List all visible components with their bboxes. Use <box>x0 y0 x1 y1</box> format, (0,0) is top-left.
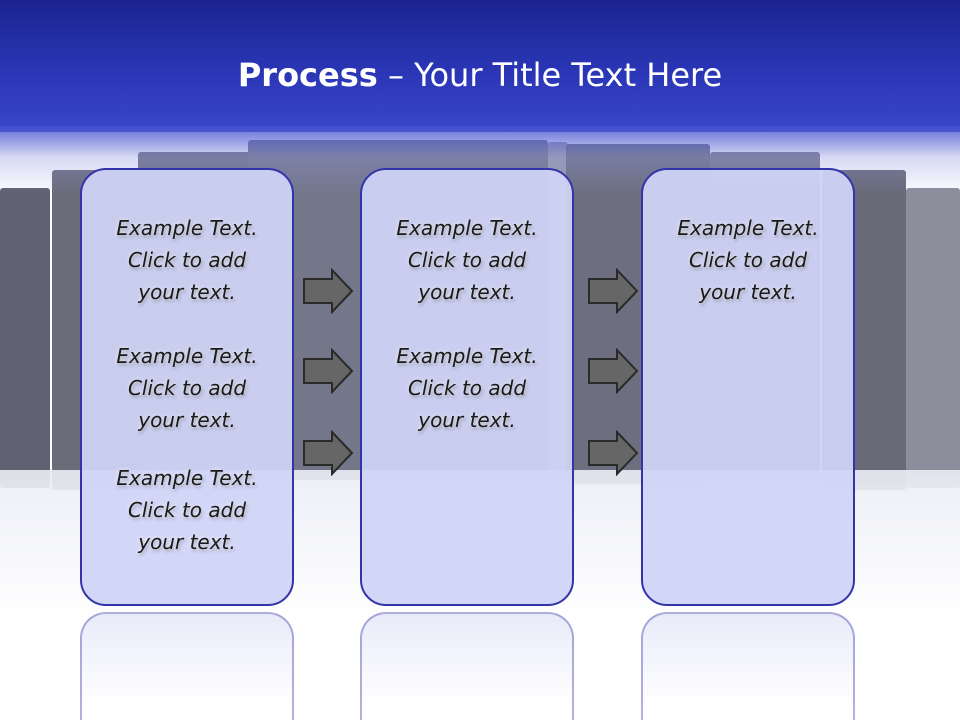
box-reflection <box>641 612 855 720</box>
arrow-right-icon <box>588 348 639 394</box>
title-banner <box>0 0 960 132</box>
slide-title[interactable]: Process – Your Title Text Here <box>0 52 960 98</box>
box-reflection <box>80 612 294 720</box>
box-reflection <box>360 612 574 720</box>
arrow-right-icon <box>303 430 354 476</box>
arrow-right-icon <box>588 268 639 314</box>
title-bold: Process <box>237 56 378 94</box>
arrow-right-icon <box>303 348 354 394</box>
arrow-right-icon <box>303 268 354 314</box>
arrow-right-icon <box>588 430 639 476</box>
title-rest: – Your Title Text Here <box>377 56 723 94</box>
